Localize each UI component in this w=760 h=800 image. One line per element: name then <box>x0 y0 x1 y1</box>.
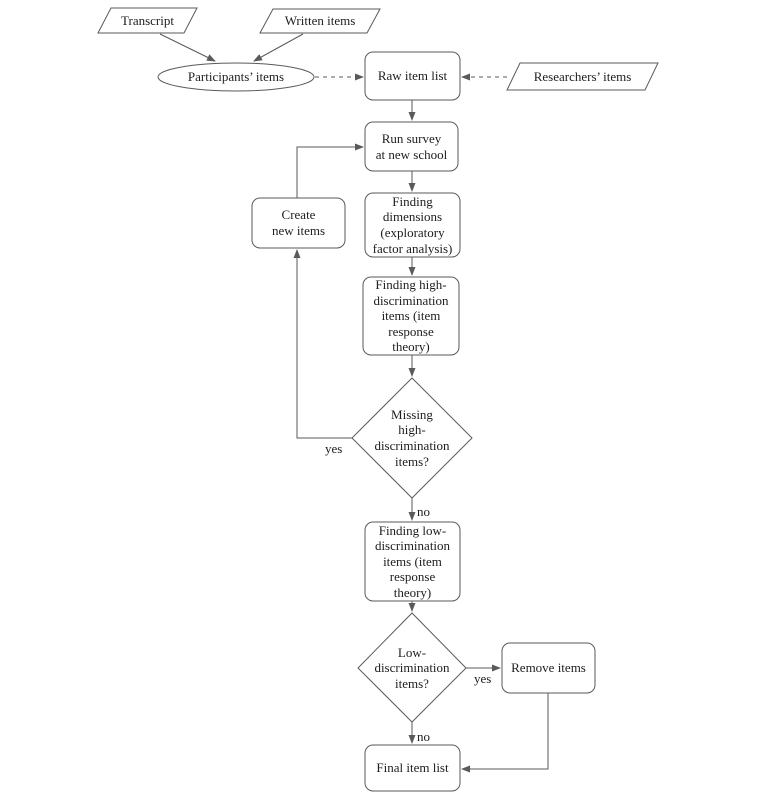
finding-high-discrimination-box <box>362 276 460 356</box>
written-items-parallelogram <box>259 8 381 34</box>
finding-dimensions-box <box>364 192 461 258</box>
finding-low-discrimination-box <box>364 521 461 602</box>
missing-high-discrimination-diamond <box>351 377 473 499</box>
create-new-items-box <box>251 197 346 249</box>
edge-written-to-participants <box>253 33 304 62</box>
transcript-parallelogram <box>97 7 198 34</box>
run-survey-box <box>364 121 459 172</box>
final-item-list-box <box>364 744 461 792</box>
participants-items-ellipse <box>157 62 315 92</box>
raw-item-list-box <box>364 51 461 101</box>
low-discrimination-diamond <box>357 612 467 723</box>
remove-items-box <box>501 642 596 694</box>
edge-missing-yes-to-create <box>293 249 352 439</box>
edge-transcript-to-participants <box>159 33 216 62</box>
edge-create-to-runsurvey <box>296 143 364 198</box>
researchers-items-parallelogram <box>506 62 659 91</box>
edge-remove-to-final <box>461 693 549 773</box>
